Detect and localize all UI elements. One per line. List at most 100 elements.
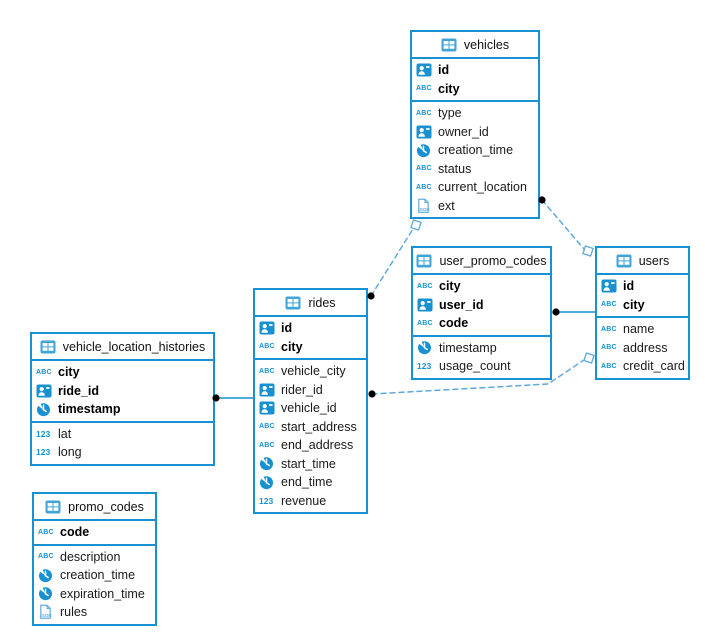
text-icon: ABC: [38, 528, 54, 536]
text-icon: ABC: [38, 553, 54, 561]
column-row-id[interactable]: id: [255, 319, 366, 338]
column-row-credit_card[interactable]: ABC credit_card: [597, 357, 688, 376]
relation-target-diamond: [582, 245, 594, 257]
table-header[interactable]: promo_codes: [34, 494, 155, 521]
column-row-ride_id[interactable]: ride_id: [32, 382, 213, 401]
column-row-start_time[interactable]: start_time: [255, 455, 366, 474]
table-header[interactable]: users: [597, 248, 688, 275]
column-row-owner_id[interactable]: owner_id: [412, 123, 538, 142]
column-row-rules[interactable]: JSON rules: [34, 603, 155, 622]
text-icon: ABC: [416, 85, 432, 93]
column-row-city[interactable]: ABC city: [597, 296, 688, 315]
uuid-icon: [416, 125, 434, 139]
column-name: user_id: [439, 297, 484, 312]
column-name: name: [623, 322, 655, 337]
table-name: vehicle_location_histories: [62, 339, 206, 354]
text-icon: ABC: [416, 165, 432, 173]
column-name: address: [623, 340, 668, 355]
column-row-id[interactable]: id: [412, 61, 538, 80]
column-row-timestamp[interactable]: timestamp: [32, 400, 213, 419]
column-row-vehicle_city[interactable]: ABC vehicle_city: [255, 362, 366, 381]
table-icon: [616, 254, 634, 268]
column-name: end_time: [281, 475, 333, 490]
text-icon: ABC: [417, 319, 433, 327]
column-name: type: [438, 106, 462, 121]
text-icon: ABC: [259, 441, 275, 449]
svg-text:JSON: JSON: [39, 613, 51, 618]
column-name: lat: [58, 426, 72, 441]
column-name: credit_card: [623, 359, 685, 374]
column-name: owner_id: [438, 124, 489, 139]
table-header[interactable]: rides: [255, 290, 366, 317]
column-row-vehicle_id[interactable]: vehicle_id: [255, 399, 366, 418]
column-row-creation_time[interactable]: creation_time: [412, 141, 538, 160]
text-icon: ABC: [601, 362, 617, 370]
column-name: long: [58, 445, 82, 460]
table-header[interactable]: vehicle_location_histories: [32, 334, 213, 361]
number-icon: 123: [417, 361, 432, 371]
text-icon: ABC: [259, 423, 275, 431]
column-name: vehicle_city: [281, 364, 346, 379]
column-row-city[interactable]: ABC city: [412, 80, 538, 99]
column-row-id[interactable]: id: [597, 277, 688, 296]
column-row-end_time[interactable]: end_time: [255, 473, 366, 492]
column-row-city[interactable]: ABC city: [413, 277, 550, 296]
table-icon: [416, 254, 434, 268]
column-name: creation_time: [438, 143, 514, 158]
column-name: city: [623, 297, 645, 312]
column-row-creation_time[interactable]: creation_time: [34, 566, 155, 585]
column-name: id: [281, 321, 293, 336]
relation-target-diamond: [583, 352, 595, 364]
text-icon: ABC: [417, 282, 433, 290]
column-name: city: [438, 81, 460, 96]
relation-rides-to-vehicles: [370, 228, 414, 297]
column-name: description: [60, 549, 121, 564]
column-name: city: [281, 339, 303, 354]
uuid-icon: [259, 401, 277, 415]
text-icon: ABC: [601, 301, 617, 309]
table-header[interactable]: user_promo_codes: [413, 248, 550, 275]
uuid-icon: [36, 384, 54, 398]
timestamp-icon: [38, 568, 56, 583]
relation-source-dot: [367, 292, 375, 300]
column-name: ride_id: [58, 383, 99, 398]
column-row-rider_id[interactable]: rider_id: [255, 381, 366, 400]
uuid-icon: [417, 298, 435, 312]
column-name: city: [439, 279, 461, 294]
column-name: city: [58, 365, 80, 380]
column-name: rules: [60, 605, 88, 620]
table-header[interactable]: vehicles: [412, 32, 538, 59]
column-row-user_id[interactable]: user_id: [413, 296, 550, 315]
column-name: ext: [438, 198, 455, 213]
timestamp-icon: [259, 475, 277, 490]
column-row-description[interactable]: ABC description: [34, 548, 155, 567]
text-icon: ABC: [259, 367, 275, 375]
column-name: id: [438, 63, 450, 78]
column-row-expiration_time[interactable]: expiration_time: [34, 585, 155, 604]
column-row-timestamp[interactable]: timestamp: [413, 339, 550, 358]
